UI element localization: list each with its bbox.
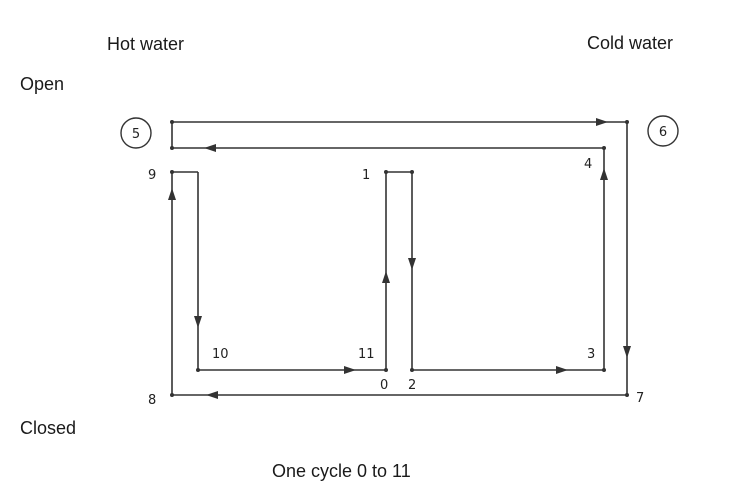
junction-dot (384, 170, 388, 174)
junction-dot (625, 120, 629, 124)
arrow-down-right-outer (623, 346, 631, 358)
arrow-down-1-2 (408, 258, 416, 270)
junction-dot (410, 170, 414, 174)
point-7-label: 7 (636, 391, 644, 406)
point-11-label: 11 (358, 347, 375, 362)
point-3-label: 3 (587, 347, 595, 362)
junction-dot (170, 120, 174, 124)
junction-dot (170, 170, 174, 174)
point-10-label: 10 (212, 347, 229, 362)
arrow-down-inner-left (194, 316, 202, 328)
hot-water-label: Hot water (107, 34, 185, 54)
arrow-up-3-4 (600, 168, 608, 180)
cycle-caption: One cycle 0 to 11 (272, 461, 411, 481)
valve-cold-circle (647, 115, 679, 147)
arrow-left-return (204, 144, 216, 152)
arrow-up-11-1 (382, 271, 390, 283)
point-8-label: 8 (148, 393, 156, 408)
point-9-label: 9 (148, 168, 156, 183)
arrow-right-10-11 (344, 366, 356, 374)
point-4-label: 4 (584, 157, 592, 172)
cold-water-label: Cold water (587, 33, 674, 53)
valve-hot-number: 5 (132, 127, 140, 142)
arrow-right-top (596, 118, 608, 126)
point-0-label: 0 (380, 378, 388, 393)
junction-dot (410, 368, 414, 372)
junction-dot (196, 368, 200, 372)
valve-hot-circle (120, 117, 152, 149)
arrow-right-2-3 (556, 366, 568, 374)
arrow-up-left-outer (168, 188, 176, 200)
junction-dot (384, 368, 388, 372)
junction-dot (625, 393, 629, 397)
closed-label: Closed (20, 418, 77, 438)
junction-dot (602, 146, 606, 150)
arrow-left-bottom (206, 391, 218, 399)
junction-dot (170, 146, 174, 150)
point-1-label: 1 (362, 168, 370, 183)
junction-dot (602, 368, 606, 372)
point-2-label: 2 (408, 378, 416, 393)
valve-cold-number: 6 (659, 125, 667, 140)
open-label: Open (20, 74, 65, 94)
junction-dot (170, 393, 174, 397)
